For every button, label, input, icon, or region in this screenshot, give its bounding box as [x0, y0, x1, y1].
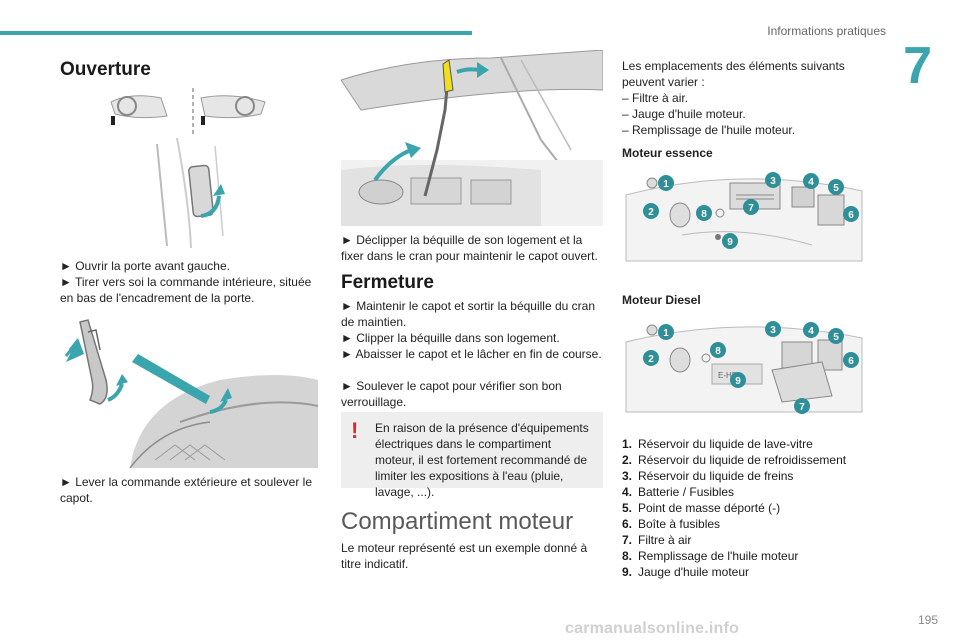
close-step-2: ► Clipper la béquille dans son logement.: [341, 331, 560, 345]
diesel-engine-title: Moteur Diesel: [622, 293, 701, 307]
page-number: 195: [917, 613, 938, 627]
diesel-engine-illustration: E-HDi 1 2 3 4 5 6 7 8 9: [622, 312, 867, 416]
petrol-marker-1: 1: [663, 179, 669, 190]
engine-compartment-text: Le moteur représenté est un exemple donn…: [341, 541, 588, 571]
petrol-marker-3: 3: [770, 176, 776, 187]
diesel-marker-8: 8: [715, 346, 721, 357]
open-step-3: ► Lever la commande extérieure et soulev…: [60, 475, 312, 505]
warning-text: En raison de la présence d'équipements é…: [375, 421, 589, 499]
legend-item: 2.Réservoir du liquide de refroidissemen…: [622, 453, 847, 467]
prop-rod-illustration: [341, 50, 603, 226]
petrol-marker-4: 4: [808, 177, 814, 188]
legend-item: 9.Jauge d'huile moteur: [622, 565, 750, 579]
opening-title: Ouverture: [60, 59, 151, 80]
diesel-marker-6: 6: [848, 356, 854, 367]
petrol-engine-illustration: 1 2 3 4 5 6 7 8 9: [622, 165, 867, 265]
chapter-number: 7: [903, 37, 932, 95]
legend-item: 6.Boîte à fusibles: [622, 517, 721, 531]
locations-intro: Les emplacements des éléments suivants p…: [622, 59, 845, 89]
close-step-3: ► Abaisser le capot et le lâcher en fin …: [341, 347, 602, 361]
open-step-1: ► Ouvrir la porte avant gauche.: [60, 259, 230, 273]
diesel-marker-7: 7: [799, 402, 805, 413]
legend-item: 1.Réservoir du liquide de lave-vitre: [622, 437, 813, 451]
petrol-marker-9: 9: [727, 237, 733, 248]
petrol-marker-2: 2: [648, 207, 654, 218]
diesel-marker-1: 1: [663, 328, 669, 339]
diesel-marker-9: 9: [735, 376, 741, 387]
diesel-marker-4: 4: [808, 326, 814, 337]
closing-title: Fermeture: [341, 272, 434, 293]
locations-item-1: – Filtre à air.: [622, 91, 689, 105]
interior-release-illustration: [105, 86, 285, 252]
engine-legend: 1.Réservoir du liquide de lave-vitre 2.R…: [622, 436, 867, 580]
water-warning-box: ! En raison de la présence d'équipements…: [341, 412, 603, 499]
petrol-marker-6: 6: [848, 210, 854, 221]
locations-item-3: – Remplissage de l'huile moteur.: [622, 123, 796, 137]
exterior-release-illustration: [60, 310, 318, 468]
diesel-marker-3: 3: [770, 325, 776, 336]
engine-compartment-title: Compartiment moteur: [341, 508, 574, 535]
open-step-4: ► Déclipper la béquille de son logement …: [341, 233, 598, 263]
section-title: Informations pratiques: [767, 24, 886, 38]
petrol-engine-title: Moteur essence: [622, 146, 713, 160]
legend-item: 4.Batterie / Fusibles: [622, 485, 735, 499]
petrol-marker-5: 5: [833, 183, 839, 194]
diesel-marker-2: 2: [648, 354, 654, 365]
locations-item-2: – Jauge d'huile moteur.: [622, 107, 746, 121]
diesel-engine-badge: E-HDi: [718, 371, 740, 380]
legend-item: 7.Filtre à air: [622, 533, 692, 547]
petrol-marker-8: 8: [701, 209, 707, 220]
open-step-2: ► Tirer vers soi la commande intérieure,…: [60, 275, 312, 305]
watermark: carmanualsonline.info: [565, 620, 740, 637]
header-accent-bar: [0, 31, 472, 35]
petrol-marker-7: 7: [748, 203, 754, 214]
legend-item: 3.Réservoir du liquide de freins: [622, 469, 794, 483]
close-step-4: ► Soulever le capot pour vérifier son bo…: [341, 379, 562, 409]
legend-item: 5.Point de masse déporté (-): [622, 501, 781, 515]
diesel-marker-5: 5: [833, 332, 839, 343]
legend-item: 8.Remplissage de l'huile moteur: [622, 549, 799, 563]
warning-icon: !: [351, 418, 359, 443]
close-step-1: ► Maintenir le capot et sortir la béquil…: [341, 299, 596, 329]
